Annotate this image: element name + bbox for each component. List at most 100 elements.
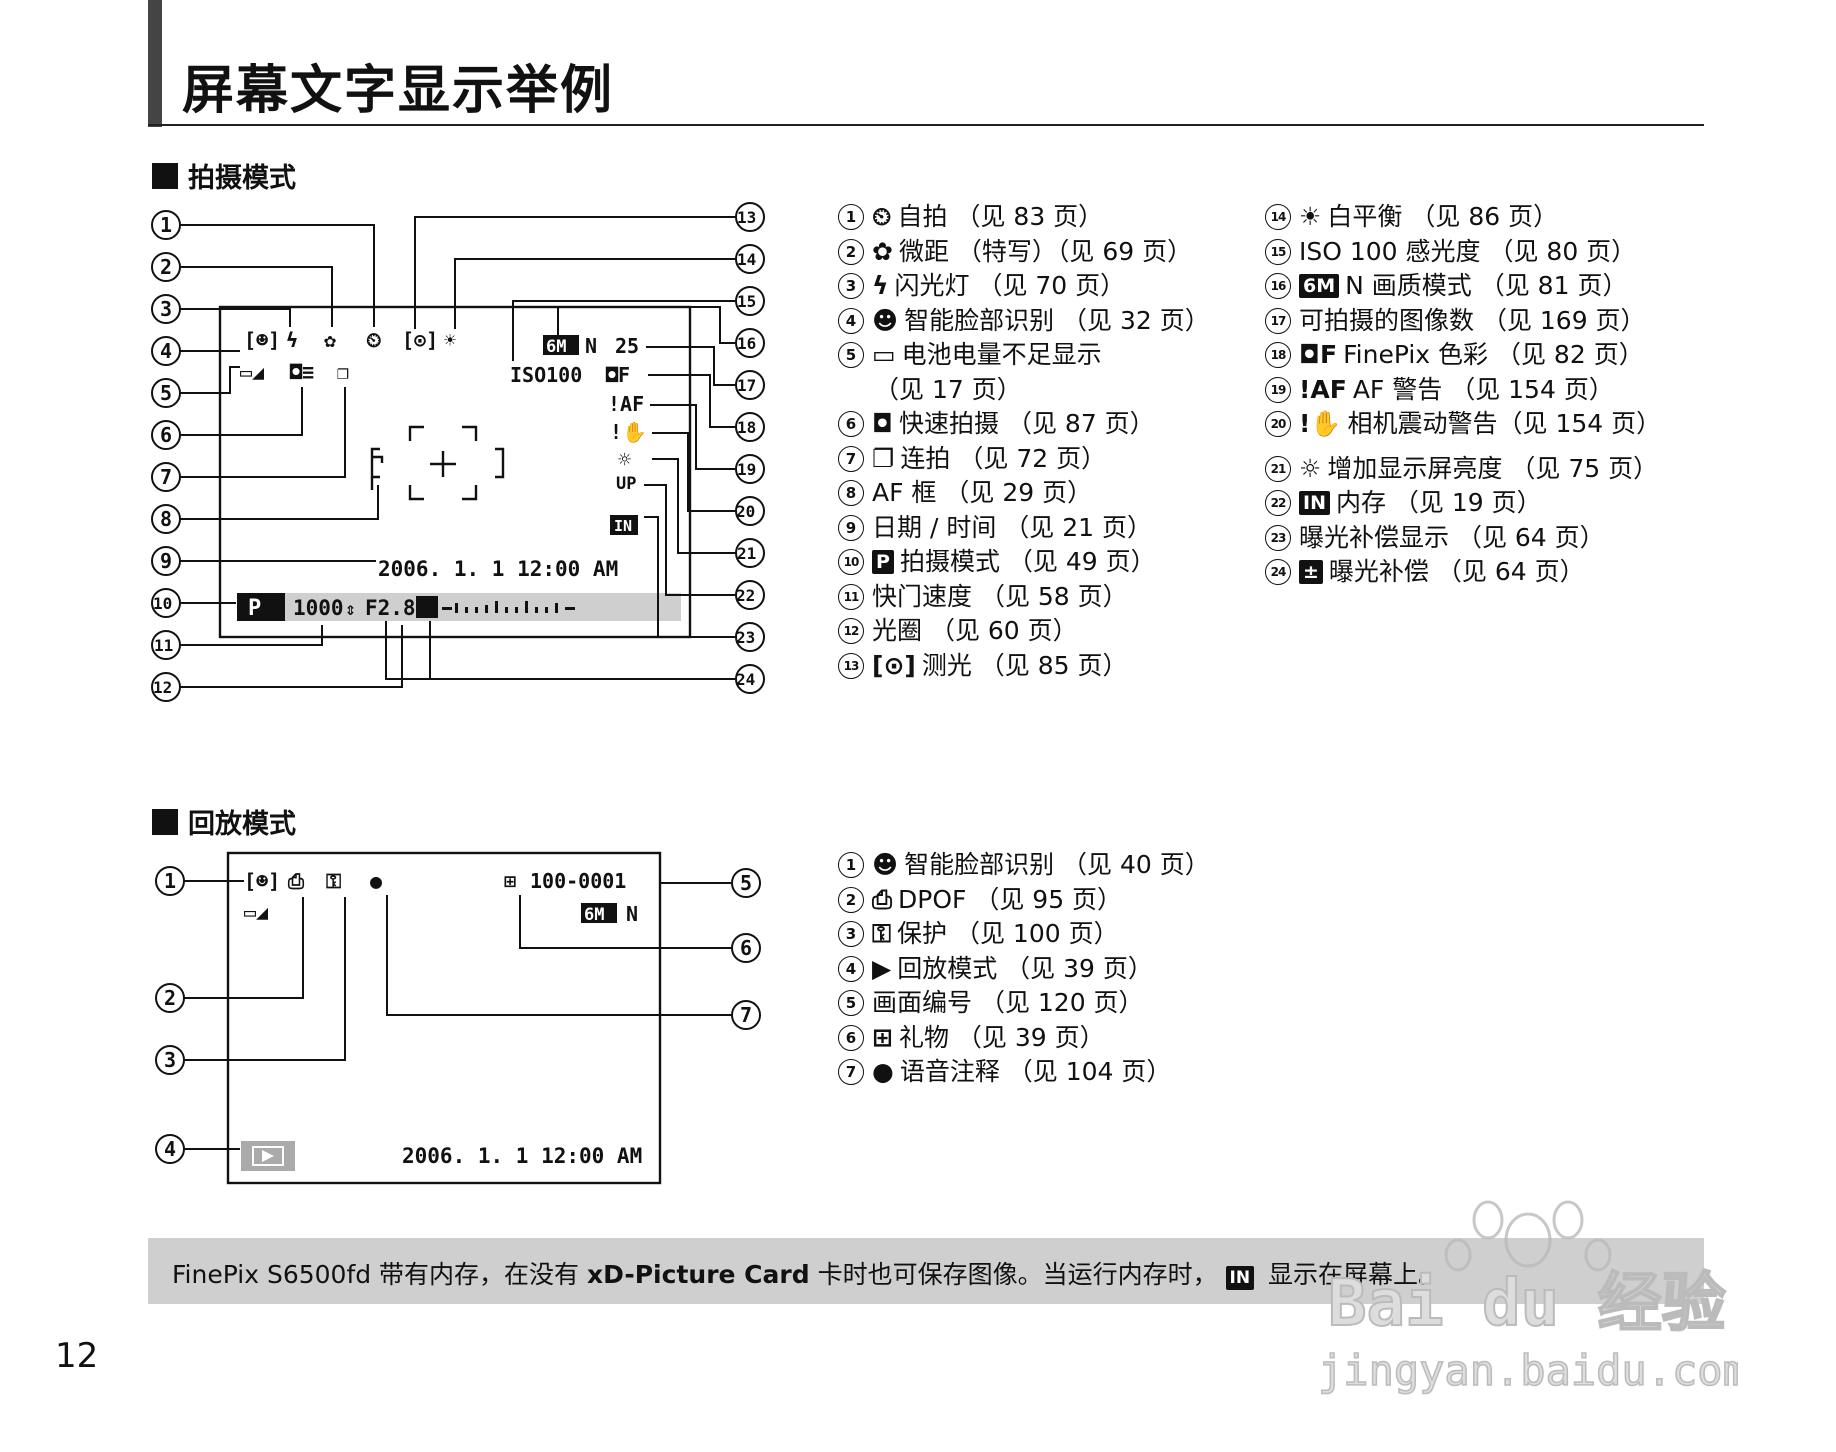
list-item: 8 AF 框 （见 29 页） <box>838 476 1210 511</box>
iso-label: ISO100 <box>510 363 582 387</box>
item-number: 20 <box>1265 411 1291 438</box>
callout-5: 5 <box>731 868 761 898</box>
list-item: 17 可拍摄的图像数 （见 169 页） <box>1265 304 1661 339</box>
note-part: 卡时也可保存图像。当运行内存时， <box>809 1260 1218 1289</box>
face-detect-icon: ☻ <box>872 305 899 335</box>
shots-remaining: 25 <box>615 334 639 358</box>
item-number: 6 <box>838 411 864 438</box>
continuous-icon: ❐ <box>337 360 349 384</box>
list-item: 4 ☻智能脸部识别 （见 32 页） <box>838 304 1210 339</box>
shooting-mode-icon: P <box>872 550 894 575</box>
leader-lines <box>180 216 736 688</box>
svg-text:14: 14 <box>737 250 756 269</box>
brightness-up-icon: ☼ <box>618 448 631 473</box>
item-number: 24 <box>1265 559 1291 586</box>
note-bar <box>148 1238 1704 1304</box>
item-number: 17 <box>1265 307 1291 334</box>
paw-icon <box>1444 1200 1612 1272</box>
list-item: 3⚿保护 （见 100 页） <box>838 917 1210 952</box>
item-number: 14 <box>1265 204 1291 231</box>
item-text: 日期 / 时间 （见 21 页） <box>872 512 1152 542</box>
quality-label: 6M <box>546 337 566 357</box>
item-text: 智能脸部识别 （见 32 页） <box>904 305 1210 335</box>
svg-text:4: 4 <box>164 1137 176 1161</box>
callout-9: 9 <box>151 546 181 576</box>
playback-icon: ▶ <box>872 953 892 983</box>
item-text: 相机震动警告（见 154 页） <box>1347 409 1662 438</box>
svg-text:11: 11 <box>154 636 173 655</box>
frame-number: 100-0001 <box>530 869 626 893</box>
mode-label: P <box>248 596 261 621</box>
item-text: FinePix 色彩 （见 82 页） <box>1343 340 1644 369</box>
item-number: 5 <box>838 342 864 369</box>
list-item: 5 ▭电池电量不足显示 <box>838 338 1210 373</box>
item-text: 保护 （见 100 页） <box>897 919 1119 948</box>
svg-text:7: 7 <box>740 1003 752 1027</box>
metering-icon: [⊙] <box>872 650 916 680</box>
watermark-brand: Bai du 经验 <box>1328 1267 1726 1341</box>
callout-21: 21 <box>735 538 765 568</box>
callout-2: 2 <box>151 252 181 282</box>
svg-text:19: 19 <box>737 460 756 479</box>
item-text: （见 17 页） <box>874 374 1022 404</box>
item-number: 3 <box>838 273 864 300</box>
item-number: 7 <box>838 1059 864 1086</box>
list-item: 7❐连拍 （见 72 页） <box>838 442 1210 477</box>
item-number: 13 <box>838 652 864 679</box>
title-accent-bar <box>148 0 162 127</box>
item-text: 语音注释 （见 104 页） <box>899 1057 1172 1086</box>
item-text: 快门速度 （见 58 页） <box>872 581 1128 611</box>
callout-18: 18 <box>735 412 765 442</box>
svg-text:8: 8 <box>160 507 172 531</box>
list-item: 6◘快速拍摄 （见 87 页） <box>838 407 1210 442</box>
item-text: 电池电量不足显示 <box>901 340 1102 369</box>
item-number: 1 <box>838 204 864 231</box>
list-item: 4 ▶回放模式 （见 39 页） <box>838 952 1210 987</box>
svg-text:6: 6 <box>740 936 752 960</box>
item-number: 2 <box>838 886 864 913</box>
item-number: 10 <box>838 549 864 576</box>
macro-icon: ✿ <box>324 328 336 352</box>
page-title: 屏幕文字显示举例 <box>182 61 615 121</box>
item-number: 16 <box>1265 273 1291 300</box>
callout-23: 23 <box>735 622 765 652</box>
item-number: 7 <box>838 445 864 472</box>
page-number: 12 <box>55 1336 99 1376</box>
item-number: 4 <box>838 955 864 982</box>
item-number: 1 <box>838 852 864 879</box>
list-item: 24±曝光补偿 （见 64 页） <box>1265 555 1661 590</box>
svg-text:7: 7 <box>160 465 172 489</box>
item-number: 4 <box>838 307 864 334</box>
voice-memo-icon: ● <box>872 1057 894 1086</box>
mode-badge <box>237 593 285 621</box>
item-text: 回放模式 （见 39 页） <box>897 953 1153 983</box>
svg-text:20: 20 <box>736 502 755 521</box>
item-number: 15 <box>1265 238 1291 265</box>
svg-text:3: 3 <box>164 1048 176 1072</box>
shutter-speed: 1000 <box>293 596 344 620</box>
callout-5: 5 <box>151 378 181 408</box>
quality-n-label: N <box>626 902 638 926</box>
dpof-icon: ⎙ <box>287 869 305 893</box>
leader-lines <box>184 880 732 1150</box>
callout-3: 3 <box>155 1045 185 1075</box>
shake-warning-icon: !✋ <box>1299 409 1342 438</box>
item-number: 8 <box>838 480 864 507</box>
internal-memory-icon: IN <box>1299 491 1330 516</box>
list-item: 1☻智能脸部识别 （见 40 页） <box>838 848 1210 883</box>
callout-7: 7 <box>731 1000 761 1030</box>
callout-6: 6 <box>731 933 761 963</box>
item-text: 曝光补偿显示 （见 64 页） <box>1299 522 1605 552</box>
callout-17: 17 <box>735 370 765 400</box>
playback-heading-label: 回放模式 <box>188 809 296 840</box>
item-number: 18 <box>1265 342 1291 369</box>
item-text: 可拍摄的图像数 （见 169 页） <box>1299 305 1646 335</box>
item-text: AF 框 （见 29 页） <box>872 478 1093 507</box>
battery-low-icon: ▭ <box>872 340 896 369</box>
callout-24: 24 <box>735 664 765 694</box>
item-text: 测光 （见 85 页） <box>921 650 1128 680</box>
note-text: FinePix S6500fd 带有内存，在没有 xD-Picture Card… <box>172 1255 1443 1291</box>
